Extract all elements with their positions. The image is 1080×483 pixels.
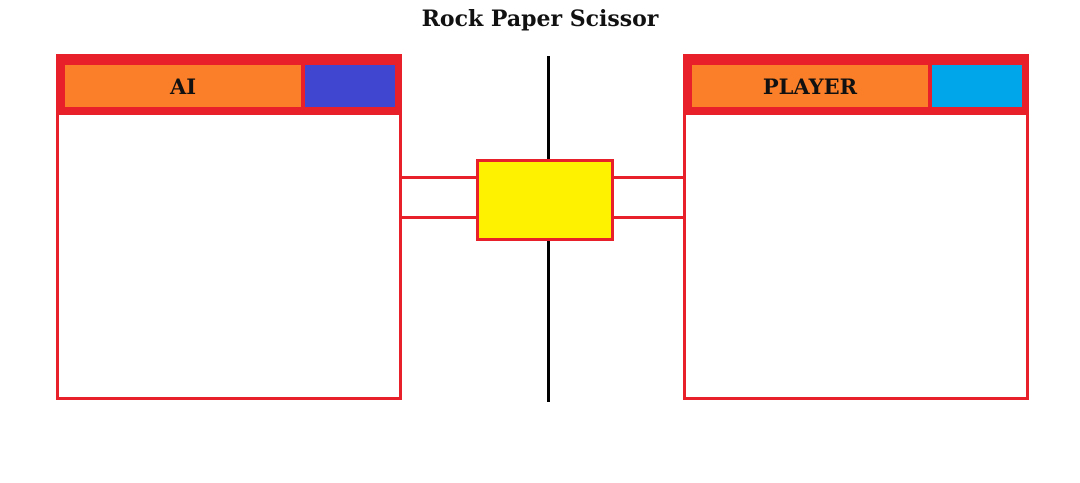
player-name-label: PLAYER [692, 65, 928, 107]
left-connector-bottom [400, 216, 478, 219]
center-divider-bottom [547, 240, 550, 402]
player-color-indicator [932, 65, 1022, 107]
left-connector-top [400, 176, 478, 179]
ai-color-indicator [305, 65, 395, 107]
ai-panel: AI [56, 54, 402, 400]
battle-arena [476, 159, 614, 241]
right-connector-top [612, 176, 684, 179]
game-title: Rock Paper Scissor [421, 6, 659, 32]
ai-name-label: AI [65, 65, 301, 107]
player-panel: PLAYER [683, 54, 1029, 400]
center-divider-top [547, 56, 550, 160]
right-connector-bottom [612, 216, 684, 219]
